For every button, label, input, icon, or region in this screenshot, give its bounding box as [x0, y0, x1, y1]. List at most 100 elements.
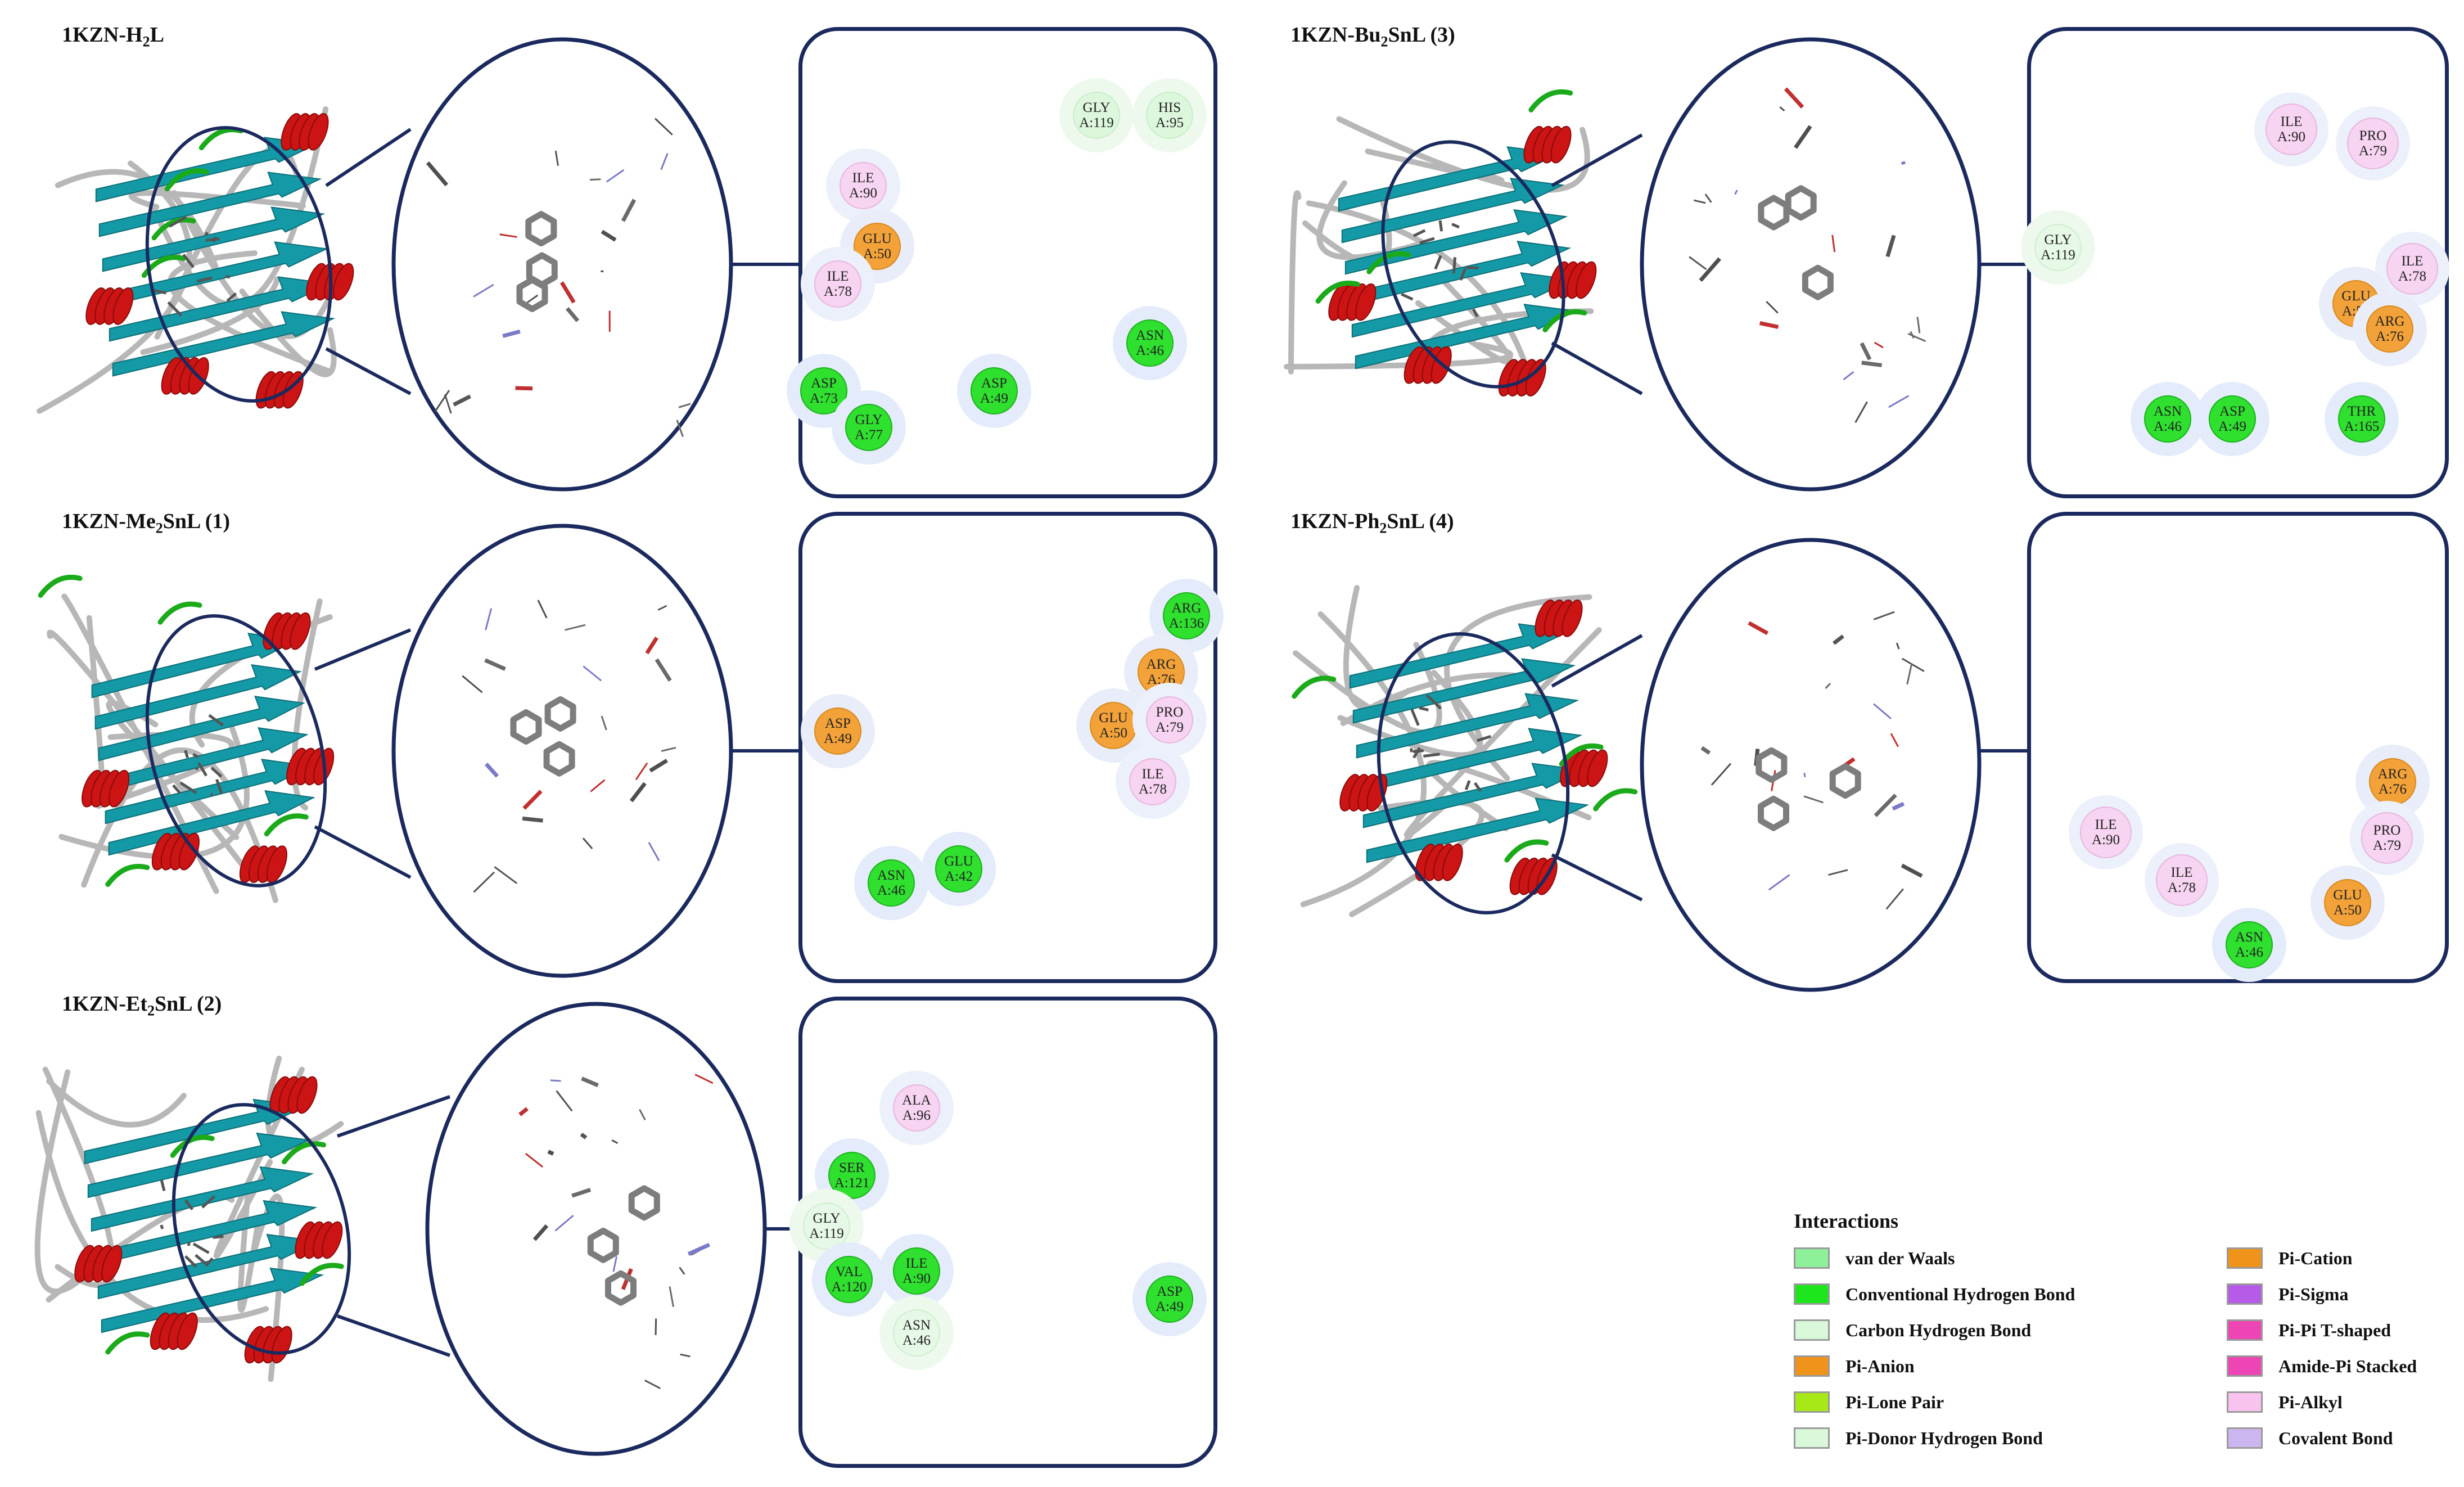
ligand-ring — [516, 277, 548, 312]
residue-number: A:119 — [809, 1226, 844, 1241]
residue-number: A:78 — [1139, 782, 1167, 797]
connector-line — [325, 128, 412, 187]
ligand-stick — [204, 232, 209, 236]
zoom-circle-et2snl — [425, 1002, 767, 1456]
alpha-helix-turn — [109, 769, 130, 808]
residue-name: ILE — [827, 269, 849, 284]
residue-number: A:78 — [824, 284, 852, 299]
ligand-stick — [160, 1224, 164, 1229]
residue-name: ASN — [2153, 404, 2182, 419]
binding-site-stick — [1803, 773, 1806, 777]
binding-site-stick — [444, 394, 452, 414]
residue-name: ASN — [1135, 328, 1164, 343]
binding-site-stick — [679, 1267, 685, 1275]
binding-site-stick — [1803, 795, 1824, 804]
binding-site-stick — [515, 386, 533, 391]
legend-swatch — [2227, 1319, 2263, 1341]
protein-loop — [34, 1069, 94, 1295]
protein-loop — [1444, 594, 1592, 782]
binding-site-stick — [1699, 257, 1721, 282]
residue-number: A:120 — [831, 1279, 867, 1295]
binding-site-stick — [1734, 190, 1738, 195]
residue-number: A:73 — [810, 391, 838, 406]
binding-site-stick — [629, 782, 647, 803]
binding-site-stick — [639, 1109, 646, 1121]
legend-swatch — [1794, 1427, 1830, 1449]
binding-site-stick — [1689, 256, 1707, 271]
binding-site-stick — [1901, 863, 1923, 878]
binding-site-stick — [547, 1150, 554, 1156]
binding-site-stick — [1873, 703, 1892, 720]
residue-name: ASN — [2235, 930, 2263, 945]
binding-site-stick — [556, 1090, 573, 1112]
binding-site-stick — [526, 294, 539, 304]
protein-ribbon-et2snl — [34, 1055, 344, 1382]
binding-site-stick — [1768, 874, 1790, 891]
binding-site-stick — [1711, 763, 1732, 786]
ligand-stick — [210, 767, 223, 778]
binding-site-stick — [612, 1256, 618, 1272]
connector-line — [314, 825, 412, 879]
binding-site-stick — [1910, 331, 1915, 339]
binding-site-stick — [601, 715, 607, 731]
alpha-helix-turn — [1562, 600, 1583, 637]
ligand-stick — [169, 215, 187, 228]
residue-name: GLU — [863, 231, 892, 246]
residue-number: A:77 — [855, 427, 883, 443]
residue-name: GLU — [2333, 887, 2362, 903]
protein-loop — [1288, 190, 1302, 375]
ligand-ring — [628, 1185, 660, 1221]
zoom-circle — [1640, 37, 1982, 492]
legend-label: Amide-Pi Stacked — [2278, 1355, 2417, 1376]
legend-label: Pi-Lone Pair — [1845, 1391, 1944, 1412]
residue-number: A:49 — [2218, 419, 2246, 434]
residue-name: GLU — [1099, 710, 1128, 726]
binding-site-stick — [1890, 733, 1899, 747]
residue-name: ASN — [902, 1318, 931, 1333]
ligand-stick — [1459, 268, 1467, 281]
legend-item: Pi-Donor Hydrogen Bond — [1794, 1426, 2043, 1450]
residue-name: ASP — [811, 376, 837, 391]
binding-site-stick — [649, 759, 668, 773]
binding-site-stick — [1779, 106, 1785, 112]
protein-turn — [38, 574, 83, 598]
binding-site-stick — [601, 229, 617, 242]
ligand-stick — [1410, 709, 1420, 726]
legend-swatch — [1794, 1283, 1830, 1305]
residue-name: ARG — [2375, 314, 2405, 329]
residue-name: VAL — [835, 1264, 863, 1279]
residue-name: THR — [2348, 404, 2376, 419]
binding-site-stick — [485, 608, 493, 630]
binding-site-stick — [660, 153, 669, 170]
ligand-stick — [215, 778, 223, 794]
pocket-ellipse-ph2snl — [1377, 632, 1570, 914]
binding-site-stick — [1759, 321, 1779, 329]
legend-swatch — [2227, 1247, 2263, 1269]
beta-strand — [1348, 240, 1572, 307]
binding-site-stick — [473, 871, 495, 893]
binding-site-stick — [676, 420, 684, 438]
legend-label: Pi-Cation — [2278, 1247, 2353, 1268]
residue-name: ILE — [1141, 767, 1164, 782]
legend-item: Amide-Pi Stacked — [2227, 1354, 2417, 1378]
binding-site-stick — [1831, 235, 1836, 253]
binding-site-stick — [1784, 87, 1804, 109]
residue-number: A:119 — [2041, 247, 2075, 263]
residue-name: ASP — [981, 376, 1007, 391]
ligand-stick — [195, 1254, 209, 1267]
protein-ribbon-me2snl — [38, 574, 335, 903]
residue-name: SER — [839, 1160, 865, 1175]
legend-swatch — [2227, 1391, 2263, 1413]
